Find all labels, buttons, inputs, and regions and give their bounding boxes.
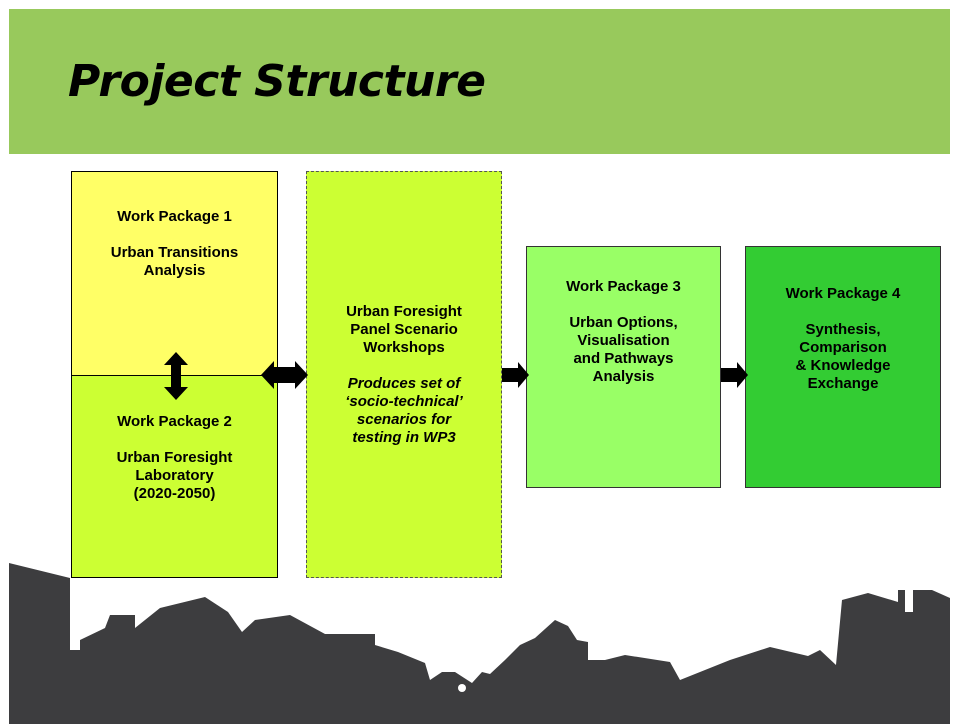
wp2-name-line: Laboratory	[135, 467, 214, 484]
work-package-2-box: Work Package 2 Urban Foresight Laborator…	[71, 375, 278, 578]
wp1-name-line: Analysis	[143, 262, 206, 279]
panel-note-line: ‘socio-technical’	[345, 392, 463, 410]
panel-name-line: Workshops	[363, 338, 445, 356]
panel-note-line: testing in WP3	[352, 428, 456, 446]
scenario-workshops-box: Urban Foresight Panel Scenario Workshops…	[306, 171, 502, 578]
title-banner	[9, 9, 950, 154]
panel-to-wp3-arrow	[502, 362, 529, 388]
panel-name-line: Urban Foresight	[346, 302, 462, 320]
slide-title: Project Structure	[68, 56, 486, 107]
wp1-heading: Work Package 1	[117, 208, 232, 225]
wp3-heading: Work Package 3	[566, 278, 681, 295]
panel-note-line: scenarios for	[356, 410, 452, 428]
wp-to-panel-double-arrow	[261, 361, 308, 389]
wp3-to-wp4-arrow	[721, 362, 748, 388]
wp2-heading: Work Package 2	[117, 413, 232, 430]
work-package-4-box: Work Package 4 Synthesis, Comparison & K…	[745, 246, 941, 488]
wp1-name-line: Urban Transitions	[110, 244, 239, 261]
wp2-name-line: (2020-2050)	[133, 485, 216, 502]
wp3-name-line: Analysis	[592, 368, 655, 385]
work-package-3-box: Work Package 3 Urban Options, Visualisat…	[526, 246, 721, 488]
wp2-name-line: Urban Foresight	[116, 449, 233, 466]
wp4-name-line: Synthesis,	[805, 321, 881, 338]
wp3-name-line: and Pathways	[573, 350, 674, 367]
wp4-name-line: Exchange	[807, 375, 879, 392]
panel-note-line: Produces set of	[347, 374, 461, 392]
work-package-1-box: Work Package 1 Urban Transitions Analysi…	[71, 171, 278, 375]
wp4-name-line: & Knowledge	[795, 357, 891, 374]
wp4-name-line: Comparison	[799, 339, 887, 356]
wp3-name-line: Visualisation	[577, 332, 670, 349]
wp1-wp2-double-arrow	[164, 352, 188, 400]
wp4-heading: Work Package 4	[785, 285, 901, 302]
panel-name-line: Panel Scenario	[350, 320, 458, 338]
wp3-name-line: Urban Options,	[569, 314, 678, 331]
